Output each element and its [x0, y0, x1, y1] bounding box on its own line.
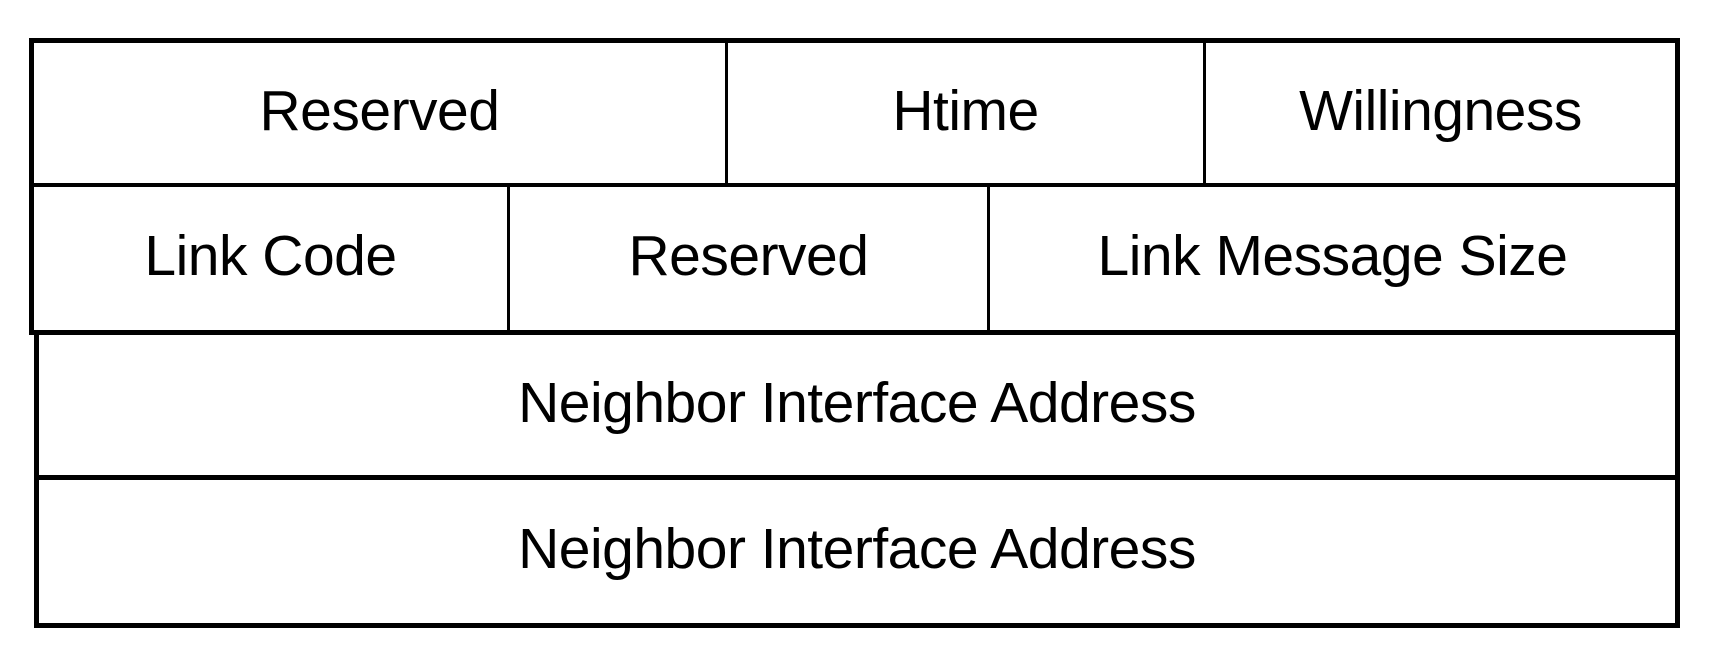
field-cell-reserved-1: Reserved: [34, 43, 725, 183]
field-cell-neighbor-interface-address-2: Neighbor Interface Address: [39, 480, 1675, 623]
packet-format-table: Reserved Htime Willingness Link Code Res…: [29, 38, 1680, 628]
field-label: Htime: [892, 78, 1039, 143]
field-label: Link Message Size: [1097, 224, 1568, 288]
field-label: Reserved: [628, 224, 869, 288]
field-cell-reserved-2: Reserved: [507, 187, 987, 330]
packet-row: Neighbor Interface Address: [34, 480, 1680, 628]
field-cell-htime: Htime: [725, 43, 1203, 183]
field-label: Neighbor Interface Address: [518, 370, 1196, 435]
field-cell-neighbor-interface-address-1: Neighbor Interface Address: [39, 335, 1675, 475]
field-label: Willingness: [1299, 78, 1582, 143]
field-cell-willingness: Willingness: [1203, 43, 1675, 183]
field-cell-link-code: Link Code: [34, 187, 507, 330]
field-label: Reserved: [259, 78, 500, 143]
packet-row: Link Code Reserved Link Message Size: [29, 187, 1680, 335]
packet-row: Neighbor Interface Address: [34, 335, 1680, 480]
field-label: Neighbor Interface Address: [518, 517, 1196, 581]
field-cell-link-message-size: Link Message Size: [987, 187, 1675, 330]
field-label: Link Code: [144, 224, 397, 288]
packet-row: Reserved Htime Willingness: [29, 38, 1680, 187]
